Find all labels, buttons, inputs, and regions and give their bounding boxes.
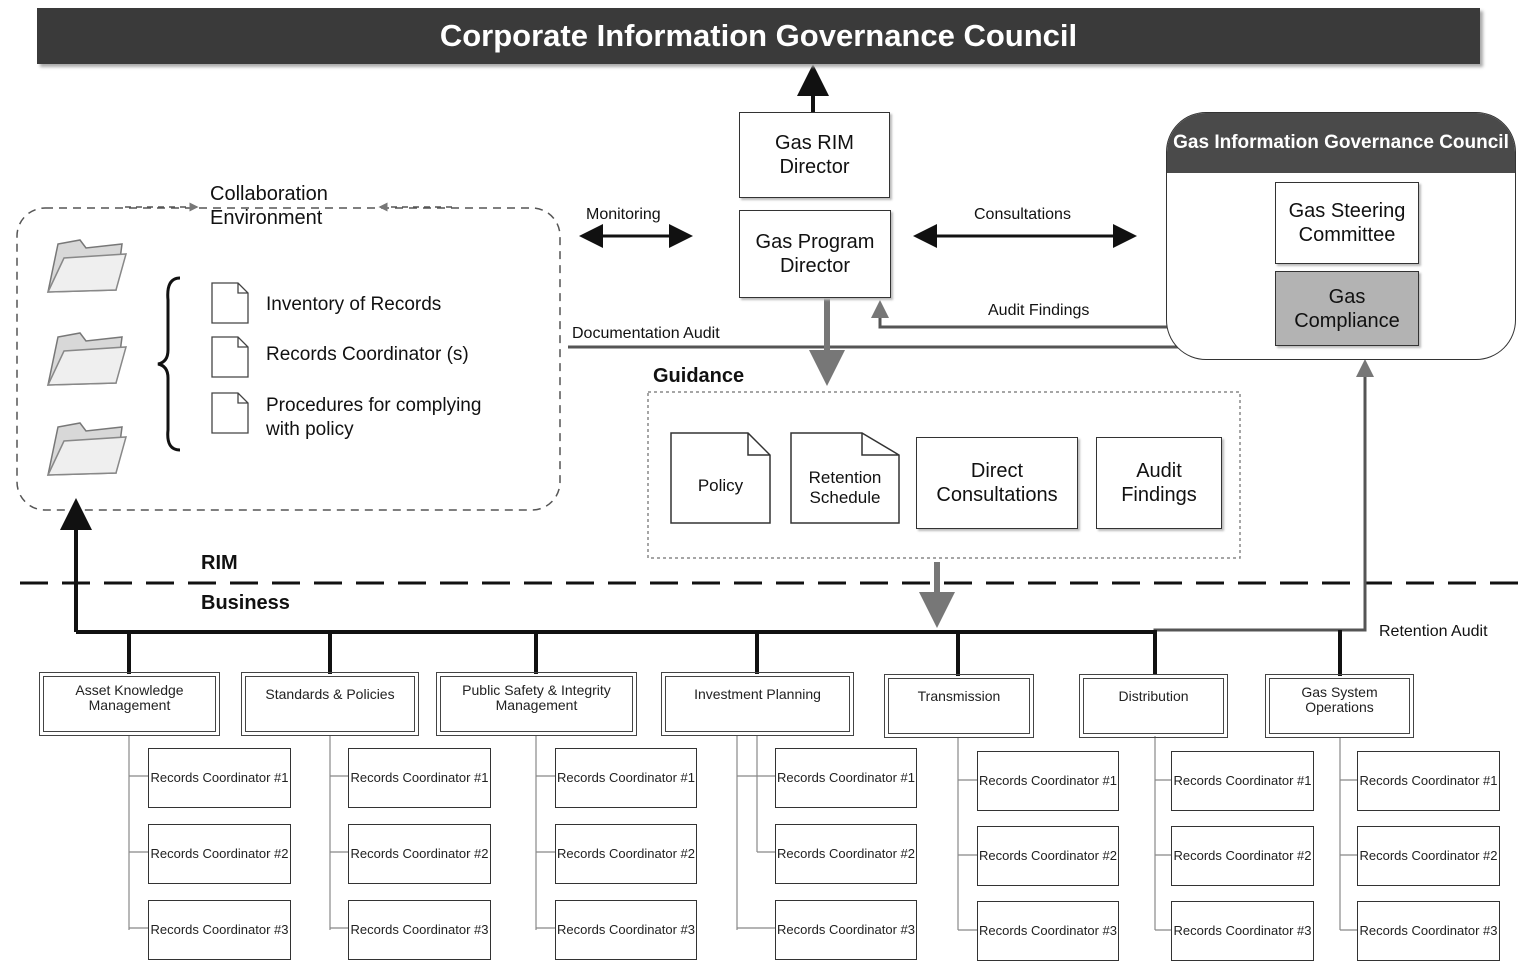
folder-icon (42, 405, 128, 490)
guidance-audit-findings: Audit Findings (1096, 437, 1222, 529)
consultations-label: Consultations (974, 206, 1071, 223)
folder-icon (42, 222, 128, 307)
records-coordinator-2: Records Coordinator #2 (1171, 826, 1314, 886)
retention-audit-label: Retention Audit (1379, 623, 1488, 640)
records-coordinator-1: Records Coordinator #1 (1357, 751, 1500, 811)
gas-program-director-box: Gas Program Director (739, 210, 891, 298)
dept-distribution: Distribution (1079, 674, 1228, 738)
dept-investment-planning: Investment Planning (661, 672, 854, 736)
rim-zone-label: RIM (201, 552, 238, 574)
document-icon (211, 282, 249, 329)
records-coordinator-1: Records Coordinator #1 (1171, 751, 1314, 811)
folder-icon (42, 315, 128, 400)
gas-rim-director-box: Gas RIM Director (739, 112, 890, 198)
monitoring-label: Monitoring (586, 206, 661, 223)
dept-gas-system-operations: Gas System Operations (1265, 674, 1414, 738)
records-coordinator-2: Records Coordinator #2 (977, 826, 1119, 886)
guidance-title: Guidance (653, 365, 745, 387)
dept-standards-policies: Standards & Policies (241, 672, 419, 736)
document-icon (211, 336, 249, 383)
records-coordinator-3: Records Coordinator #3 (1171, 901, 1314, 961)
records-coordinator-3: Records Coordinator #3 (1357, 901, 1500, 961)
gas-steering-committee-box: Gas Steering Committee (1275, 182, 1419, 264)
dept-transmission: Transmission (884, 674, 1034, 738)
collaboration-title: Collaboration Environment (210, 183, 328, 229)
records-coordinator-1: Records Coordinator #1 (775, 748, 917, 808)
documentation-audit-label: Documentation Audit (572, 325, 720, 342)
records-coordinator-3: Records Coordinator #3 (775, 900, 917, 960)
records-coordinator-2: Records Coordinator #2 (148, 824, 291, 884)
records-coordinator-1: Records Coordinator #1 (977, 751, 1119, 811)
records-coordinator-3: Records Coordinator #3 (555, 900, 697, 960)
policy-doc-icon (670, 432, 771, 529)
guidance-policy: Policy (697, 476, 744, 495)
collab-item-coordinators: Records Coordinator (s) (266, 344, 469, 365)
records-coordinator-2: Records Coordinator #2 (1357, 826, 1500, 886)
records-coordinator-1: Records Coordinator #1 (148, 748, 291, 808)
document-icon (211, 392, 249, 439)
records-coordinator-2: Records Coordinator #2 (348, 824, 491, 884)
dept-asset-knowledge-management: Asset Knowledge Management (39, 672, 220, 736)
guidance-direct-consultations: Direct Consultations (916, 437, 1078, 529)
records-coordinator-3: Records Coordinator #3 (348, 900, 491, 960)
business-zone-label: Business (201, 592, 290, 614)
corporate-council-banner: Corporate Information Governance Council (37, 8, 1480, 64)
records-coordinator-1: Records Coordinator #1 (555, 748, 697, 808)
records-coordinator-3: Records Coordinator #3 (977, 901, 1119, 961)
collab-item-procedures: Procedures for complying with policy (266, 395, 482, 440)
gigc-title: Gas Information Governance Council (1167, 113, 1515, 173)
gas-compliance-box: Gas Compliance (1275, 271, 1419, 346)
records-coordinator-3: Records Coordinator #3 (148, 900, 291, 960)
guidance-retention-schedule: Retention Schedule (808, 468, 882, 507)
dept-public-safety-integrity: Public Safety & Integrity Management (436, 672, 637, 736)
schedule-doc-icon (790, 432, 900, 529)
collab-item-inventory: Inventory of Records (266, 294, 442, 315)
audit-findings-label: Audit Findings (988, 302, 1090, 319)
records-coordinator-2: Records Coordinator #2 (775, 824, 917, 884)
records-coordinator-1: Records Coordinator #1 (348, 748, 491, 808)
records-coordinator-2: Records Coordinator #2 (555, 824, 697, 884)
